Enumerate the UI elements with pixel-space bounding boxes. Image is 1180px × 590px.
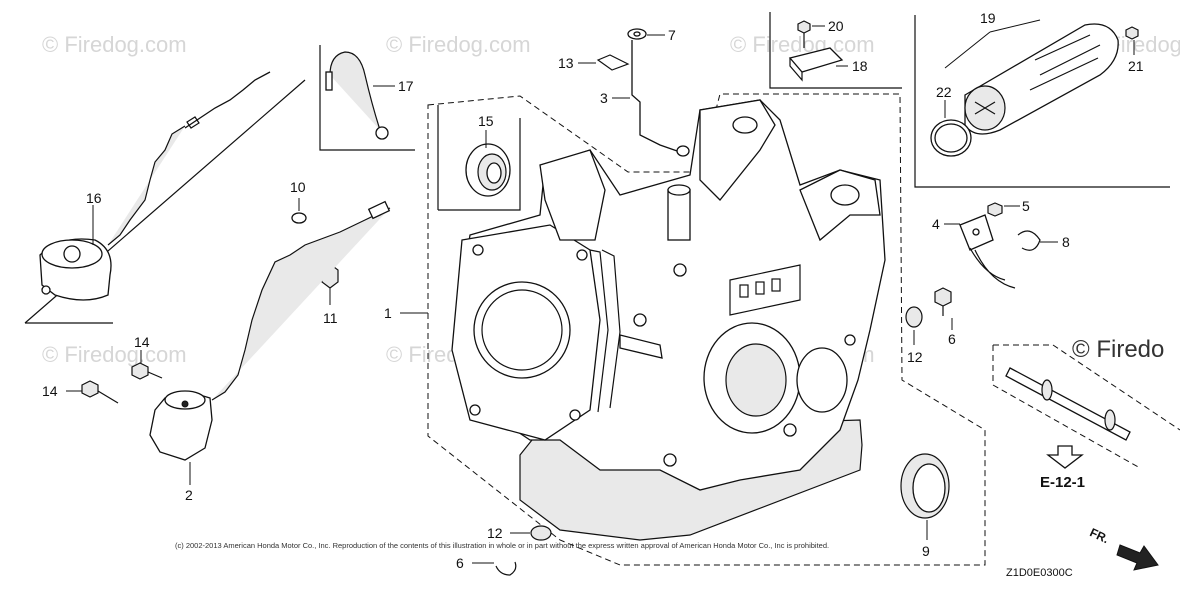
callout-21: 21 [1128, 58, 1144, 74]
callout-14b: 14 [42, 383, 58, 399]
callout-2: 2 [185, 487, 193, 503]
callout-12a: 12 [907, 349, 923, 365]
washer-10 [291, 212, 307, 224]
clamp-group [769, 12, 902, 89]
callout-14a: 14 [134, 334, 150, 350]
bolt-6-right [934, 287, 952, 307]
oil-seal [900, 453, 950, 519]
watermark-1: © Firedog.com [42, 32, 187, 57]
washer-12-bottom [530, 525, 552, 541]
callout-5: 5 [1022, 198, 1030, 214]
reference-label: E-12-1 [1040, 474, 1085, 491]
ground-wire-group [319, 45, 415, 151]
callout-20: 20 [828, 18, 844, 34]
governor-arm-group [596, 28, 690, 157]
callout-4: 4 [932, 216, 940, 232]
callout-22: 22 [936, 84, 952, 100]
watermark-2: © Firedog.com [386, 32, 531, 57]
diagram-code: Z1D0E0300C [1006, 567, 1073, 579]
front-direction-arrow [1116, 544, 1159, 571]
callout-10: 10 [290, 179, 306, 195]
bearing-group [437, 105, 521, 211]
callout-18: 18 [852, 58, 868, 74]
washer-12-right [905, 306, 923, 328]
watermark-large: © Firedo [1072, 336, 1164, 363]
bolt-14-upper [131, 362, 163, 380]
callout-13: 13 [558, 55, 574, 71]
callout-6b: 6 [456, 555, 464, 571]
front-label: FR. [1088, 525, 1111, 546]
cable-assembly-group [24, 71, 306, 324]
breather-cover-group [914, 15, 1170, 188]
crankcase [451, 99, 886, 541]
watermark-3: © Firedog.com [730, 32, 875, 57]
bolt-6-bottom [495, 561, 517, 576]
oil-level-switch-group [959, 202, 1041, 289]
callout-3: 3 [600, 90, 608, 106]
callout-7: 7 [668, 27, 676, 43]
oil-switch-group [149, 200, 391, 461]
callout-6a: 6 [948, 331, 956, 347]
bolt-14-lower [81, 380, 119, 404]
callout-16: 16 [86, 190, 102, 206]
callout-19: 19 [980, 10, 996, 26]
callout-15: 15 [478, 113, 494, 129]
callout-9: 9 [922, 543, 930, 559]
copyright-notice: (c) 2002-2013 American Honda Motor Co., … [175, 541, 829, 550]
callout-11: 11 [323, 310, 338, 326]
callout-17: 17 [398, 78, 414, 94]
stud-bolt-group [992, 344, 1180, 469]
crankcase-enclosure [427, 93, 986, 566]
callout-1: 1 [384, 305, 392, 321]
watermark-5: © Firedog.com [42, 342, 187, 367]
callout-12b: 12 [487, 525, 503, 541]
callout-8: 8 [1062, 234, 1070, 250]
